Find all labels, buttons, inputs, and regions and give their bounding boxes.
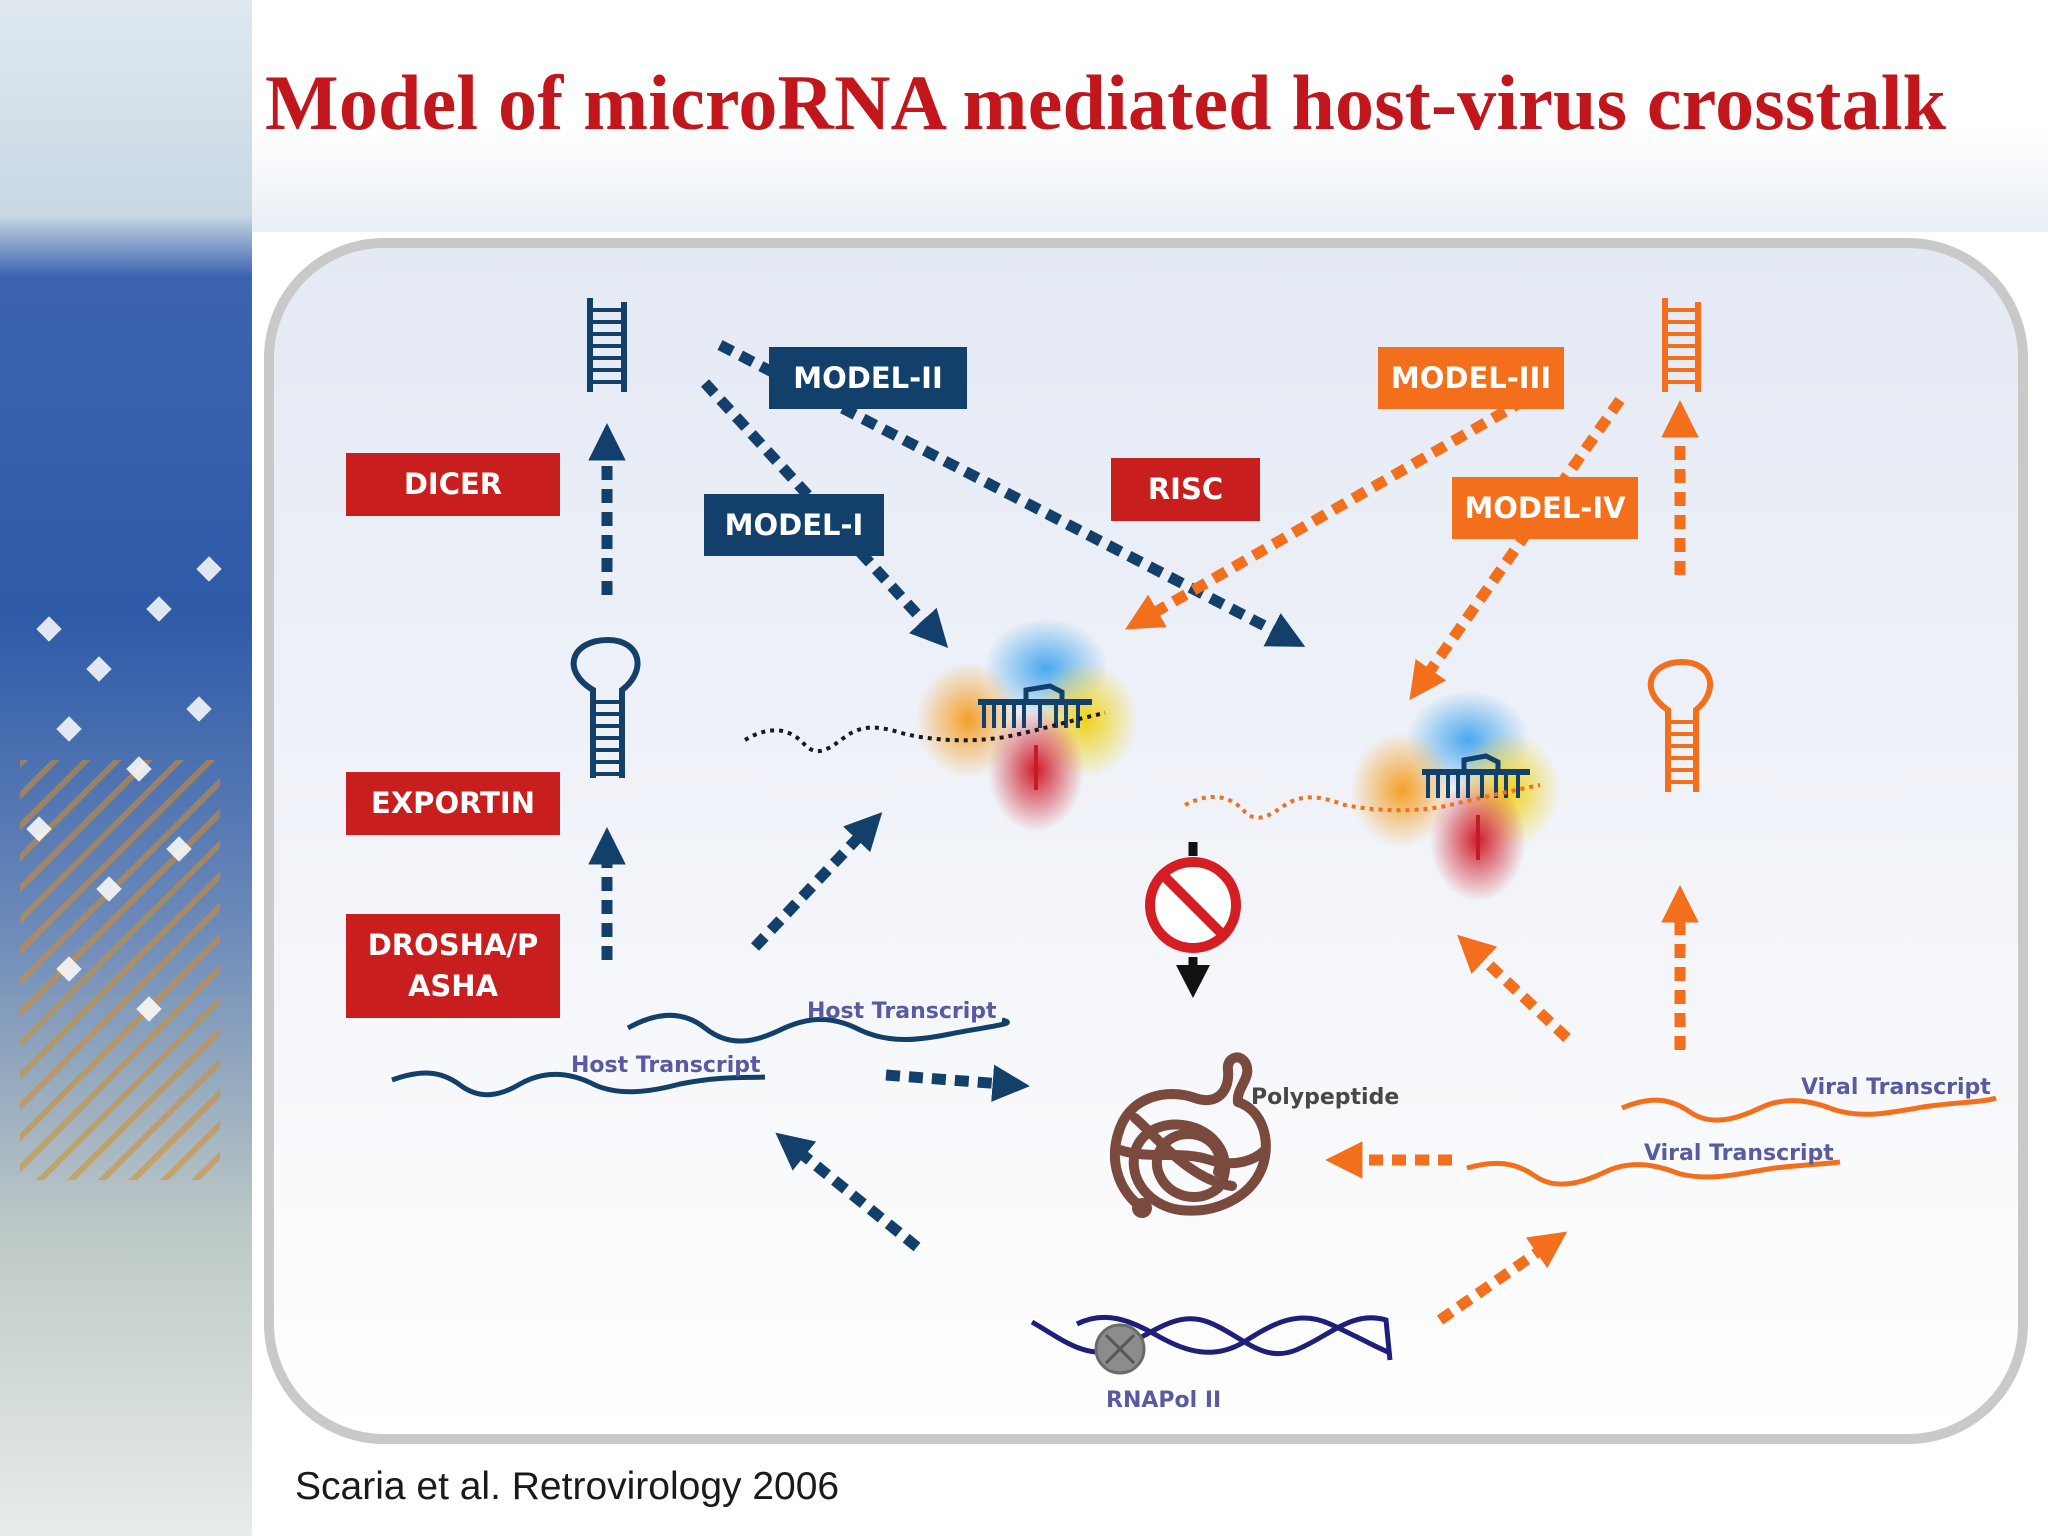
viral-transcript-upper bbox=[1621, 1095, 1997, 1123]
pre-mirna-hairpin-icon bbox=[570, 636, 641, 778]
viral-mirna-duplex-icon bbox=[1662, 298, 1701, 392]
model-iv-box: MODEL-IV bbox=[1452, 477, 1638, 539]
viral-transcript-lower bbox=[1466, 1159, 1841, 1187]
arrow-model-iv bbox=[1409, 396, 1625, 701]
arrow-transcription-viral bbox=[1436, 1231, 1568, 1325]
model-iii-box: MODEL-III bbox=[1378, 347, 1564, 409]
mirna-duplex-icon bbox=[587, 298, 627, 392]
drosha-pasha-box: DROSHA/P ASHA bbox=[346, 914, 560, 1018]
citation: Scaria et al. Retrovirology 2006 bbox=[295, 1465, 840, 1508]
polypeptide-label: Polypeptide bbox=[1251, 1085, 1400, 1110]
polypeptide-icon bbox=[1109, 1052, 1271, 1218]
host-transcript-upper-label: Host Transcript bbox=[807, 999, 997, 1024]
model-ii-box: MODEL-II bbox=[769, 347, 967, 409]
arrow-viral-to-risc bbox=[1457, 934, 1571, 1043]
rnapol-label: RNAPol II bbox=[1106, 1388, 1222, 1413]
host-transcript-upper bbox=[626, 1012, 1010, 1044]
host-transcript-lower-label: Host Transcript bbox=[571, 1053, 761, 1078]
viral-transcript-lower-label: Viral Transcript bbox=[1644, 1141, 1834, 1166]
exportin-box: EXPORTIN bbox=[346, 772, 560, 835]
arrow-transcription-host bbox=[775, 1132, 921, 1252]
circuit-texture bbox=[20, 760, 220, 1180]
arrow-model-iii bbox=[1125, 395, 1528, 630]
viral-transcript-upper-label: Viral Transcript bbox=[1801, 1075, 1991, 1100]
arrow-host-to-risc bbox=[750, 812, 883, 951]
viral-pre-mirna-hairpin-icon bbox=[1647, 658, 1714, 792]
page-title: Model of microRNA mediated host-virus cr… bbox=[265, 59, 1947, 146]
model-i-box: MODEL-I bbox=[704, 494, 884, 556]
risc-complex-icon bbox=[743, 618, 1138, 832]
decorative-side-strip bbox=[0, 0, 252, 1536]
arrow-host-to-polypeptide bbox=[885, 1064, 1030, 1102]
host-transcript-lower bbox=[391, 1070, 766, 1098]
dna-helix-icon bbox=[1030, 1314, 1393, 1361]
risc-box: RISC bbox=[1111, 458, 1260, 521]
no-translation-icon bbox=[1145, 842, 1241, 998]
dicer-box: DICER bbox=[346, 453, 560, 516]
cell-boundary bbox=[264, 238, 2028, 1444]
rna-polymerase-icon bbox=[1094, 1323, 1146, 1375]
viral-risc-complex-icon bbox=[1184, 690, 1560, 902]
title-band bbox=[252, 0, 2048, 232]
